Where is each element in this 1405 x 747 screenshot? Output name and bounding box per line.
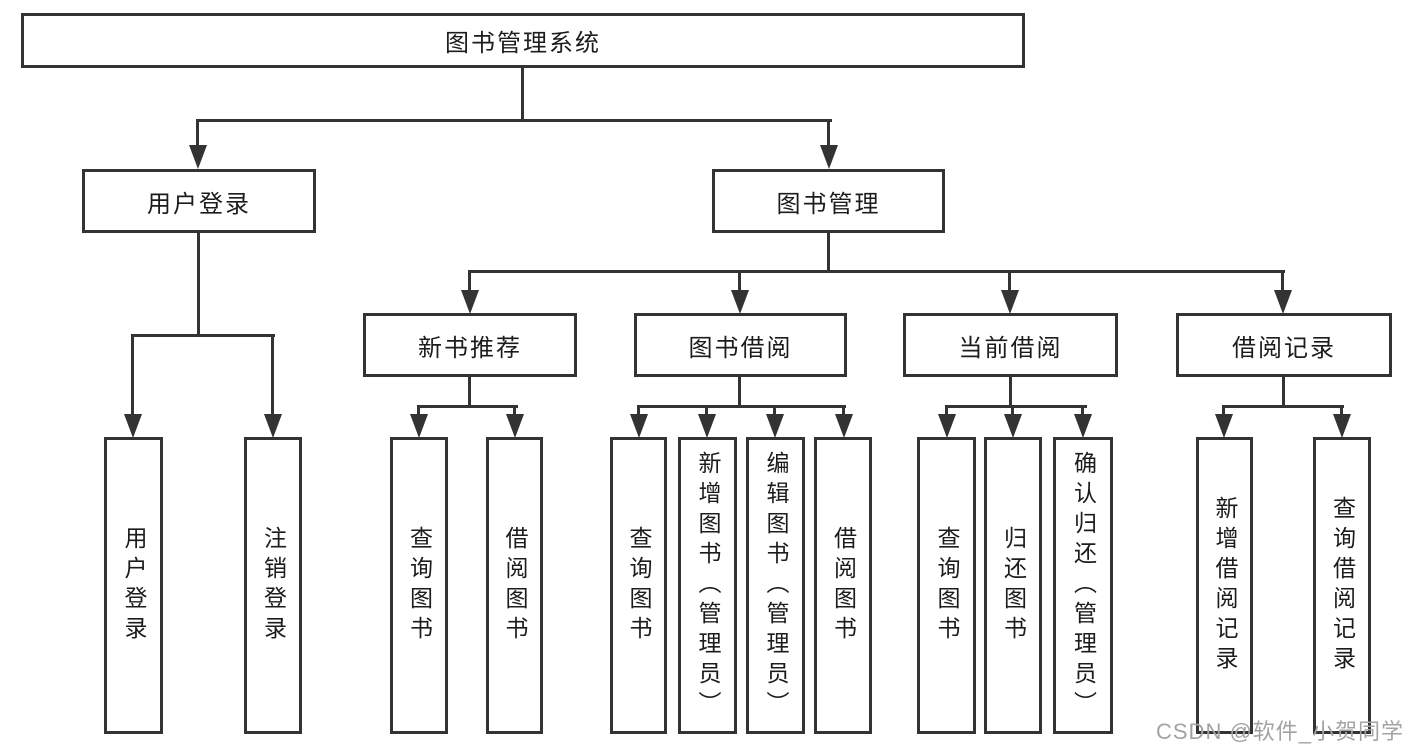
connector-line <box>1281 270 1284 292</box>
arrow-down-icon <box>410 414 428 438</box>
arrow-down-icon <box>698 414 716 438</box>
leaf-user-login: 用户登录 <box>104 437 163 734</box>
watermark: CSDN @软件_小贺同学 <box>1156 719 1405 744</box>
arrow-down-icon <box>1004 414 1022 438</box>
leaf-query-books-current-label: 查询图书 <box>934 525 960 646</box>
leaf-edit-books-admin-label: 编辑图书（管理员） <box>763 450 789 721</box>
leaf-query-borrow-record: 查询借阅记录 <box>1313 437 1371 734</box>
node-current-borrow: 当前借阅 <box>903 313 1118 377</box>
connector-line <box>417 405 420 417</box>
connector-line <box>1282 377 1285 407</box>
connector-line <box>827 119 830 147</box>
arrow-down-icon <box>1074 414 1092 438</box>
connector-line <box>197 233 200 337</box>
arrow-down-icon <box>820 145 838 169</box>
arrow-down-icon <box>1215 414 1233 438</box>
connector-line <box>1008 270 1011 292</box>
leaf-add-borrow-record-label: 新增借阅记录 <box>1212 495 1238 676</box>
node-current-borrow-label: 当前借阅 <box>958 334 1063 362</box>
connector-line <box>738 270 741 292</box>
connector-line <box>705 405 708 417</box>
leaf-query-books-recommend-label: 查询图书 <box>406 525 433 646</box>
arrow-down-icon <box>1274 290 1292 314</box>
connector-line <box>637 405 846 408</box>
connector-line <box>773 405 776 417</box>
node-book-management: 图书管理 <box>712 169 945 233</box>
arrow-down-icon <box>264 414 282 438</box>
connector-line <box>196 119 832 122</box>
leaf-borrow-books-recommend: 借阅图书 <box>486 437 543 734</box>
node-borrow-records-label: 借阅记录 <box>1232 334 1336 362</box>
arrow-down-icon <box>506 414 524 438</box>
connector-line <box>1009 377 1012 407</box>
connector-line <box>842 405 845 417</box>
leaf-borrow-books: 借阅图书 <box>814 437 872 734</box>
leaf-edit-books-admin: 编辑图书（管理员） <box>746 437 805 734</box>
leaf-query-books-borrow: 查询图书 <box>610 437 667 734</box>
node-user-login-label: 用户登录 <box>147 190 251 218</box>
connector-line <box>468 270 1285 273</box>
connector-line <box>513 405 516 417</box>
arrow-down-icon <box>731 290 749 314</box>
connector-line <box>468 377 471 407</box>
connector-line <box>1223 405 1344 408</box>
node-root: 图书管理系统 <box>21 13 1025 68</box>
node-new-book-recommend-label: 新书推荐 <box>418 334 522 362</box>
leaf-add-books-admin: 新增图书（管理员） <box>678 437 737 734</box>
connector-line <box>1340 405 1343 417</box>
arrow-down-icon <box>124 414 142 438</box>
connector-line <box>418 405 518 408</box>
arrow-down-icon <box>766 414 784 438</box>
node-book-borrow: 图书借阅 <box>634 313 847 377</box>
leaf-confirm-return-admin: 确认归还（管理员） <box>1053 437 1113 734</box>
node-book-management-label: 图书管理 <box>776 190 881 218</box>
leaf-query-borrow-record-label: 查询借阅记录 <box>1329 495 1356 676</box>
connector-line <box>521 68 524 121</box>
connector-line <box>946 405 1087 408</box>
node-book-borrow-label: 图书借阅 <box>688 334 793 362</box>
leaf-return-books-label: 归还图书 <box>1000 525 1027 646</box>
node-root-label: 图书管理系统 <box>445 30 601 57</box>
connector-line <box>738 377 741 407</box>
arrow-down-icon <box>189 145 207 169</box>
leaf-return-books: 归还图书 <box>984 437 1042 734</box>
arrow-down-icon <box>461 290 479 314</box>
connector-line <box>196 119 199 147</box>
node-new-book-recommend: 新书推荐 <box>363 313 577 377</box>
connector-line <box>827 233 830 273</box>
leaf-logout: 注销登录 <box>244 437 302 734</box>
node-borrow-records: 借阅记录 <box>1176 313 1392 377</box>
leaf-user-login-label: 用户登录 <box>121 525 147 646</box>
leaf-query-books-recommend: 查询图书 <box>390 437 448 734</box>
leaf-add-borrow-record: 新增借阅记录 <box>1196 437 1253 734</box>
connector-line <box>131 334 134 417</box>
connector-line <box>1222 405 1225 417</box>
node-user-login: 用户登录 <box>82 169 316 233</box>
connector-line <box>132 334 275 337</box>
leaf-borrow-books-label: 借阅图书 <box>830 525 857 646</box>
arrow-down-icon <box>630 414 648 438</box>
leaf-borrow-books-recommend-label: 借阅图书 <box>502 525 528 646</box>
leaf-confirm-return-admin-label: 确认归还（管理员） <box>1070 450 1097 721</box>
connector-line <box>945 405 948 417</box>
connector-line <box>468 270 471 292</box>
arrow-down-icon <box>1333 414 1351 438</box>
connector-line <box>271 334 274 417</box>
arrow-down-icon <box>1001 290 1019 314</box>
connector-line <box>637 405 640 417</box>
leaf-logout-label: 注销登录 <box>260 525 287 646</box>
arrow-down-icon <box>938 414 956 438</box>
leaf-add-books-admin-label: 新增图书（管理员） <box>695 450 721 721</box>
leaf-query-books-borrow-label: 查询图书 <box>626 525 652 646</box>
leaf-query-books-current: 查询图书 <box>917 437 976 734</box>
connector-line <box>1011 405 1014 417</box>
connector-line <box>1081 405 1084 417</box>
arrow-down-icon <box>835 414 853 438</box>
